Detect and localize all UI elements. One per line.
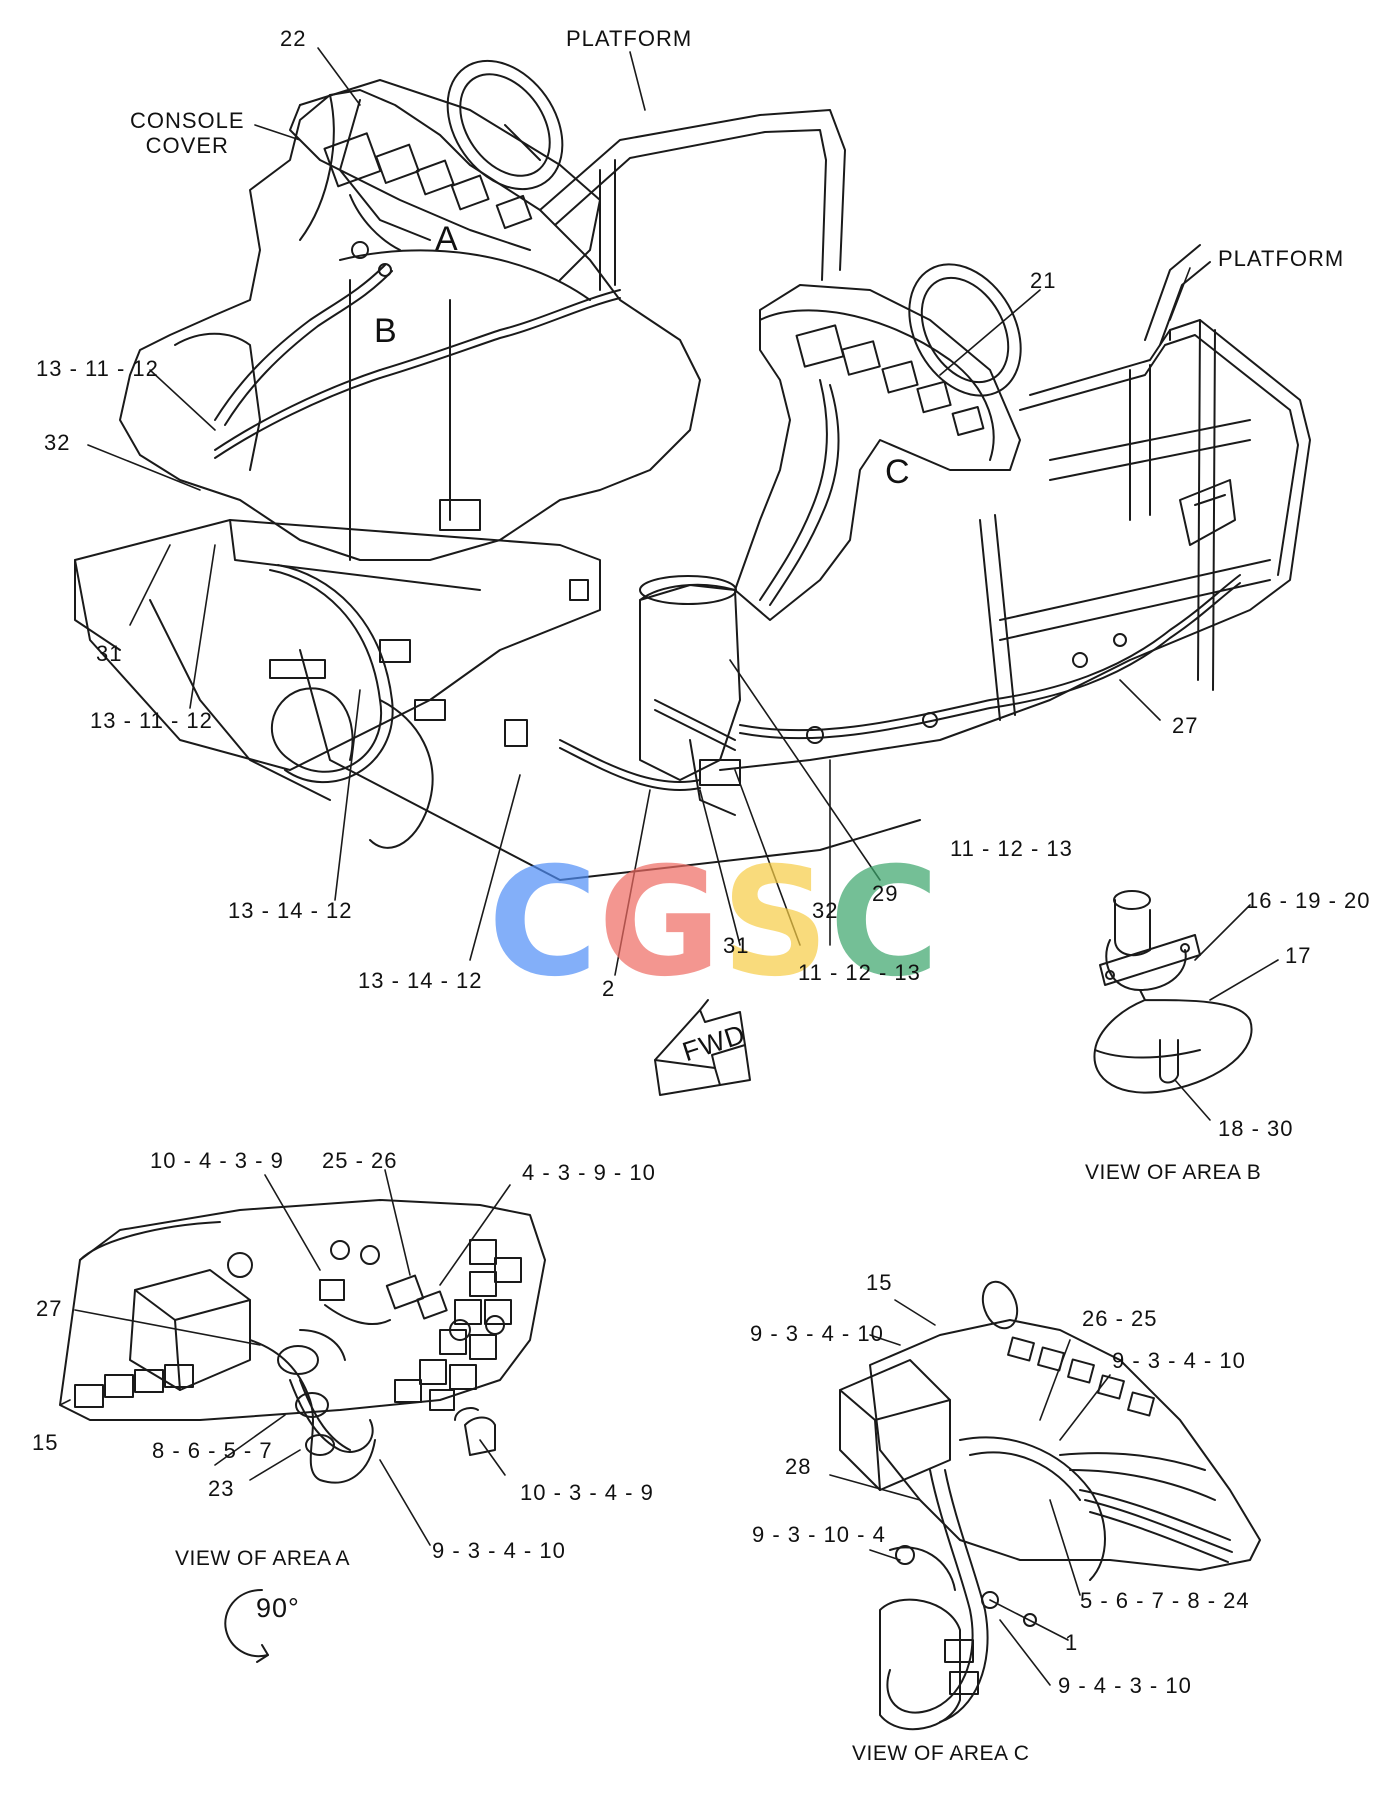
- part-callout-11-12-13-b: 11 - 12 - 13: [798, 960, 921, 985]
- part-callout-9-3-4-10-a: 9 - 3 - 4 - 10: [432, 1538, 566, 1563]
- part-callout-13-14-12-b: 13 - 14 - 12: [358, 968, 483, 993]
- part-callout-29: 29: [872, 881, 899, 906]
- part-callout-27-a: 27: [36, 1296, 63, 1321]
- watermark-letter: C: [829, 836, 940, 1010]
- part-callout-31-left: 31: [96, 641, 123, 666]
- right-machine-body: [559, 244, 1311, 816]
- area-b-marker: B: [374, 312, 397, 350]
- part-callout-9-3-4-10-c2: 9 - 3 - 4 - 10: [1112, 1348, 1246, 1373]
- platform-label-right: PLATFORM: [1218, 246, 1345, 271]
- rotation-label: 90°: [256, 1593, 300, 1623]
- part-callout-17: 17: [1285, 943, 1312, 968]
- part-callout-26-25: 26 - 25: [1082, 1306, 1158, 1331]
- detail-view-area-a: [59, 1199, 546, 1663]
- part-callout-13-11-12-low: 13 - 11 - 12: [90, 708, 213, 733]
- part-callout-31-mid: 31: [723, 933, 750, 958]
- area-c-marker: C: [885, 453, 910, 491]
- part-callout-9-3-4-10-c1: 9 - 3 - 4 - 10: [750, 1321, 884, 1346]
- detail-view-area-b: [1093, 890, 1253, 1094]
- detail-view-area-c: [839, 1280, 1261, 1731]
- console-cover-label: CONSOLE COVER: [130, 108, 245, 159]
- part-callout-5-6-7-8-24: 5 - 6 - 7 - 8 - 24: [1080, 1588, 1250, 1613]
- watermark: CGSC: [488, 848, 939, 998]
- part-callout-9-3-10-4: 9 - 3 - 10 - 4: [752, 1522, 886, 1547]
- part-callout-9-4-3-10: 9 - 4 - 3 - 10: [1058, 1673, 1192, 1698]
- part-callout-28: 28: [785, 1454, 812, 1479]
- view-area-c-caption: VIEW OF AREA C: [852, 1742, 1030, 1765]
- part-callout-32-left: 32: [44, 430, 71, 455]
- view-area-a-caption: VIEW OF AREA A: [175, 1547, 351, 1570]
- area-a-marker: A: [435, 220, 458, 258]
- rotation-arrow-icon: [224, 1589, 269, 1658]
- part-callout-10-3-4-9: 10 - 3 - 4 - 9: [520, 1480, 654, 1505]
- part-callout-32-mid: 32: [812, 898, 839, 923]
- part-callout-21: 21: [1030, 268, 1057, 293]
- part-callout-15-a: 15: [32, 1430, 59, 1455]
- part-callout-18-30: 18 - 30: [1218, 1116, 1294, 1141]
- watermark-letter: S: [721, 836, 830, 1010]
- forward-arrow-icon: [654, 999, 751, 1096]
- part-callout-13-14-12-a: 13 - 14 - 12: [228, 898, 353, 923]
- part-callout-13-11-12-top: 13 - 11 - 12: [36, 356, 159, 381]
- watermark-letter: G: [598, 836, 722, 1010]
- part-callout-8-6-5-7: 8 - 6 - 5 - 7: [152, 1438, 273, 1463]
- part-callout-27-top: 27: [1172, 713, 1199, 738]
- view-area-b-caption: VIEW OF AREA B: [1085, 1161, 1262, 1184]
- part-callout-1: 1: [1065, 1630, 1079, 1655]
- part-callout-25-26: 25 - 26: [322, 1148, 398, 1173]
- platform-label-left: PLATFORM: [566, 26, 693, 51]
- left-machine-body: [74, 59, 921, 881]
- watermark-letter: C: [488, 836, 599, 1010]
- part-callout-15-c: 15: [866, 1270, 893, 1295]
- part-callout-22: 22: [280, 26, 307, 51]
- part-callout-2: 2: [602, 976, 616, 1001]
- part-callout-11-12-13-a: 11 - 12 - 13: [950, 836, 1073, 861]
- part-callout-16-19-20: 16 - 19 - 20: [1246, 888, 1371, 913]
- leader-lines: [59, 47, 1279, 1686]
- part-callout-4-3-9-10: 4 - 3 - 9 - 10: [522, 1160, 656, 1185]
- part-callout-23: 23: [208, 1476, 235, 1501]
- part-callout-10-4-3-9: 10 - 4 - 3 - 9: [150, 1148, 284, 1173]
